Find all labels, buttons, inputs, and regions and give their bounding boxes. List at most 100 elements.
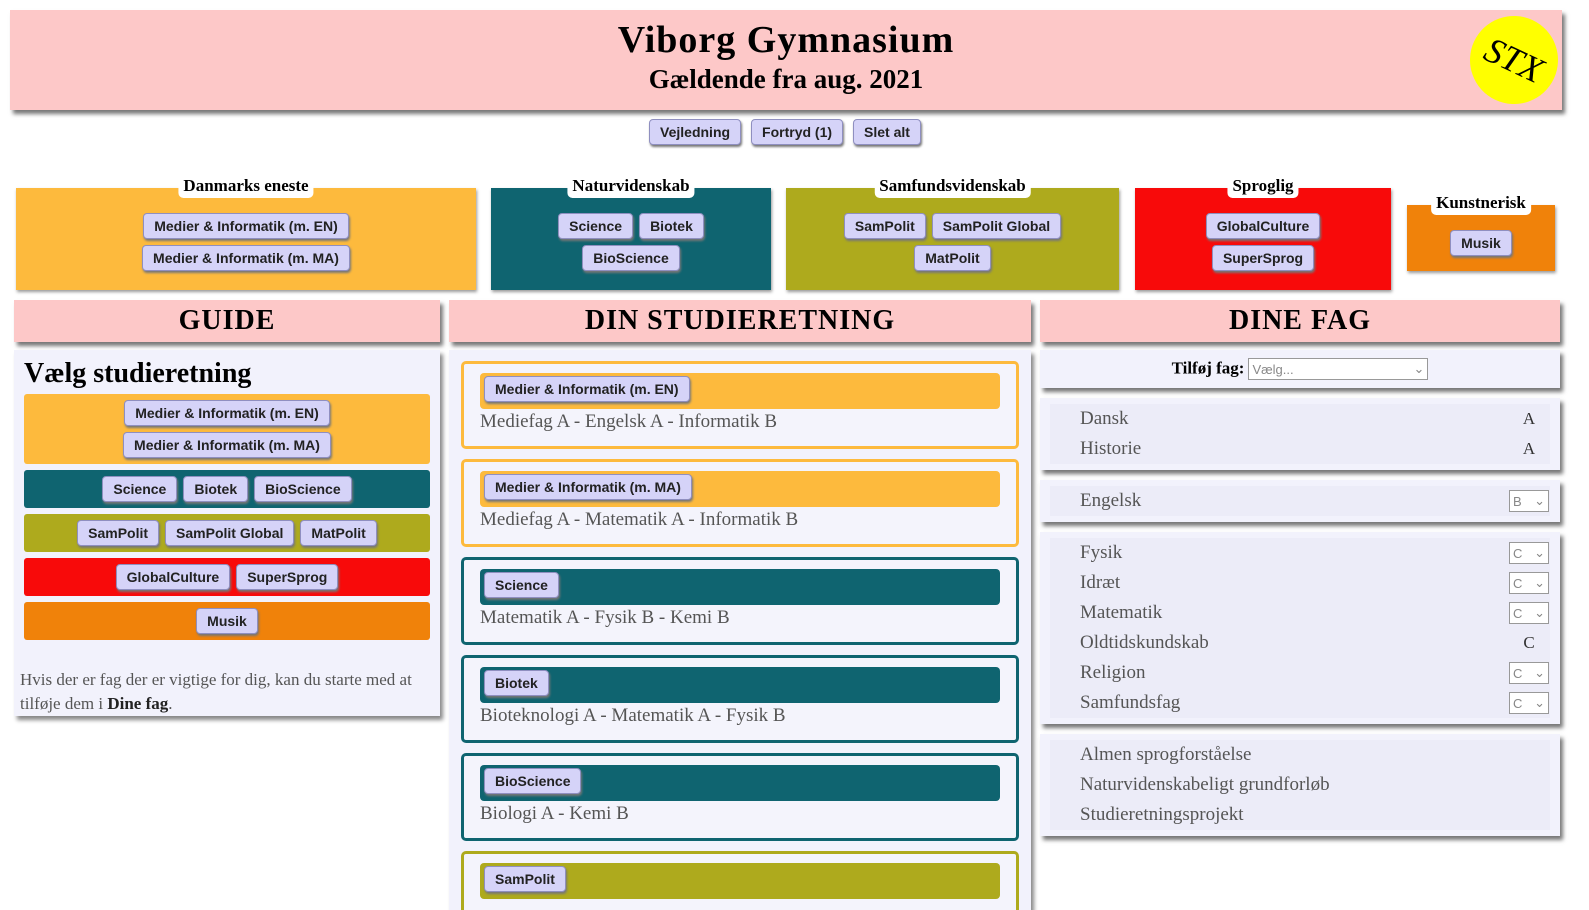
studieretning-name[interactable]: SamPolit <box>484 866 566 892</box>
studieretning-subjects: Biologi A - Kemi B <box>480 803 629 824</box>
studieretning-card[interactable]: Medier & Informatik (m. EN)Mediefag A - … <box>461 361 1019 449</box>
guide-studieretning-chip[interactable]: Musik <box>196 608 258 634</box>
fag-level[interactable]: C⌄ <box>1508 572 1550 594</box>
studieretning-chip[interactable]: Biotek <box>639 213 704 239</box>
guide-studieretning-chip[interactable]: Medier & Informatik (m. EN) <box>124 400 330 426</box>
chevron-down-icon: ⌄ <box>1534 665 1545 680</box>
studieretning-chip[interactable]: Medier & Informatik (m. MA) <box>142 245 350 271</box>
chevron-down-icon: ⌄ <box>1534 575 1545 590</box>
fag-name: Studieretningsprojekt <box>1080 804 1244 825</box>
studieretning-subjects: Mediefag A - Matematik A - Informatik B <box>480 509 799 530</box>
category-label: Naturvidenskab <box>567 174 695 198</box>
level-value: C <box>1513 605 1523 621</box>
fag-level[interactable]: C⌄ <box>1508 662 1550 684</box>
fag-name: Historie <box>1080 438 1142 459</box>
fag-row: Samfundsfag C⌄ <box>1050 688 1550 718</box>
add-fag-select[interactable]: Vælg...⌄ <box>1248 358 1429 380</box>
school-title: Viborg Gymnasium <box>617 19 955 61</box>
chevron-down-icon: ⌄ <box>1534 493 1545 508</box>
studieretning-chip[interactable]: SamPolit Global <box>931 213 1062 239</box>
studieretning-bar: Biotek <box>480 667 1000 703</box>
studieretning-chip[interactable]: BioScience <box>582 245 680 271</box>
fag-level[interactable]: C⌄ <box>1508 542 1550 564</box>
fag-name: Fysik <box>1080 542 1123 563</box>
studieretning-chip[interactable]: Science <box>558 213 634 239</box>
guide-group: Musik <box>24 602 430 640</box>
guide-studieretning-chip[interactable]: SuperSprog <box>236 564 339 590</box>
fag-name: Naturvidenskabeligt grundforløb <box>1080 774 1330 795</box>
valid-from: Gældende fra aug. 2021 <box>648 64 924 94</box>
studieretning-chip[interactable]: Medier & Informatik (m. EN) <box>143 213 349 239</box>
level-select[interactable]: B⌄ <box>1509 490 1549 512</box>
level-select[interactable]: C⌄ <box>1509 662 1549 684</box>
studieretning-card[interactable]: SamPolit <box>461 851 1019 910</box>
guide-studieretning-chip[interactable]: GlobalCulture <box>115 564 231 590</box>
fag-name: Almen sprogforståelse <box>1080 744 1252 765</box>
category-label: Samfundsvidenskab <box>874 174 1031 198</box>
studieretning-chip[interactable]: Musik <box>1450 230 1512 256</box>
level-value: C <box>1513 545 1523 561</box>
level-value: C <box>1513 695 1523 711</box>
fag-name: Oldtidskundskab <box>1080 632 1209 653</box>
guide-studieretning-chip[interactable]: SamPolit <box>77 520 160 546</box>
header: Viborg Gymnasium Gældende fra aug. 2021 … <box>10 1 1573 119</box>
guide-text-end: . <box>168 694 173 713</box>
add-fag-label: Tilføj fag: <box>1171 358 1245 378</box>
level-select[interactable]: C⌄ <box>1509 572 1549 594</box>
level-select[interactable]: C⌄ <box>1509 602 1549 624</box>
fag-row: Almen sprogforståelse <box>1050 740 1550 770</box>
fag-level[interactable]: C⌄ <box>1508 692 1550 714</box>
studieretning-name[interactable]: BioScience <box>484 768 582 794</box>
level-select[interactable]: C⌄ <box>1509 542 1549 564</box>
studieretning-chip[interactable]: GlobalCulture <box>1205 213 1321 239</box>
guide-heading: GUIDE <box>14 300 440 342</box>
studieretning-chip[interactable]: MatPolit <box>914 245 991 271</box>
fag-heading: DINE FAG <box>1040 300 1560 342</box>
guide-studieretning-chip[interactable]: Medier & Informatik (m. MA) <box>123 432 331 458</box>
fag-name: Dansk <box>1080 408 1129 429</box>
guide-studieretning-chip[interactable]: MatPolit <box>300 520 377 546</box>
delete-all-button[interactable]: Slet alt <box>853 119 921 145</box>
studieretning-subjects: Bioteknologi A - Matematik A - Fysik B <box>480 705 786 726</box>
guide-column: GUIDE Vælg studieretning Medier & Inform… <box>14 300 440 716</box>
chevron-down-icon: ⌄ <box>1534 545 1545 560</box>
studieretning-name[interactable]: Science <box>484 572 559 598</box>
fag-row: Naturvidenskabeligt grundforløb <box>1050 770 1550 800</box>
studieretning-chip[interactable]: SuperSprog <box>1211 245 1315 271</box>
guide-studieretning-chip[interactable]: Biotek <box>183 476 249 502</box>
fag-level[interactable]: B⌄ <box>1508 490 1550 512</box>
undo-button[interactable]: Fortryd (1) <box>751 119 844 145</box>
studieretning-name[interactable]: Medier & Informatik (m. MA) <box>484 474 692 500</box>
level-select[interactable]: C⌄ <box>1509 692 1549 714</box>
guide-studieretning-chip[interactable]: BioScience <box>254 476 352 502</box>
guide-text: Hvis der er fag der er vigtige for dig, … <box>14 646 440 716</box>
fag-name: Matematik <box>1080 602 1163 623</box>
studieretning-subjects: Matematik A - Fysik B - Kemi B <box>480 607 730 628</box>
studieretning-bar: Medier & Informatik (m. MA) <box>480 471 1000 507</box>
studieretning-name[interactable]: Biotek <box>484 670 549 696</box>
chevron-down-icon: ⌄ <box>1534 605 1545 620</box>
studieretning-name[interactable]: Medier & Informatik (m. EN) <box>484 376 690 402</box>
guide-button[interactable]: Vejledning <box>649 119 742 145</box>
guide-studieretning-chip[interactable]: SamPolit Global <box>165 520 295 546</box>
fag-name: Samfundsfag <box>1080 692 1181 713</box>
guide-studieretning-chip[interactable]: Science <box>102 476 178 502</box>
studieretning-chip[interactable]: SamPolit <box>843 213 926 239</box>
guide-panel: Vælg studieretning Medier & Informatik (… <box>14 350 440 716</box>
studieretning-card[interactable]: Medier & Informatik (m. MA) Mediefag A - … <box>461 459 1019 547</box>
fag-level[interactable]: C⌄ <box>1508 602 1550 624</box>
